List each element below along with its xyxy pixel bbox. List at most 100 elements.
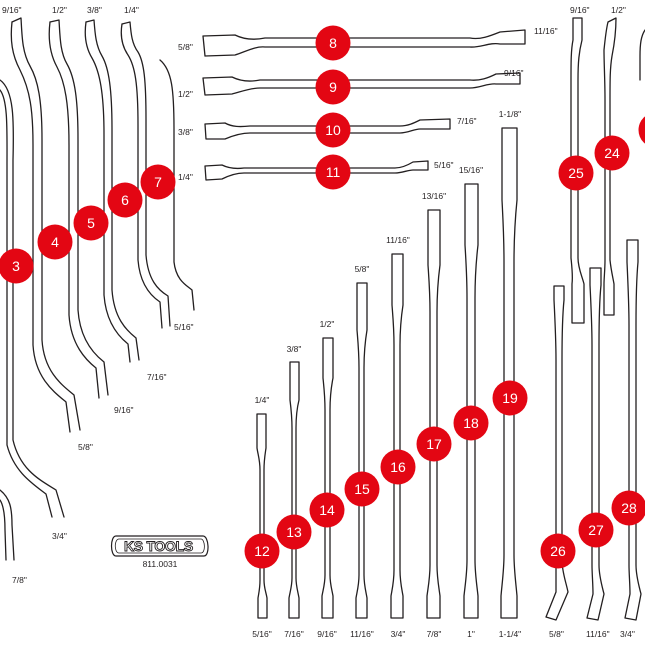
bent-wrench-outline	[586, 267, 605, 621]
number-badge: 18	[453, 405, 489, 441]
horizontal-wrench-outline	[202, 29, 526, 57]
number-badge: 28	[611, 490, 645, 526]
number-badge: 19	[492, 380, 528, 416]
logo-inner-outline	[114, 538, 205, 554]
number-badge: 7	[140, 164, 176, 200]
badge-circle	[244, 533, 280, 569]
vertical-wrench-outline	[500, 127, 518, 619]
number-badge: 24	[594, 135, 630, 171]
vertical-wrench-outline	[390, 253, 404, 619]
badge-number: 6	[121, 192, 129, 208]
badge-circle	[107, 182, 143, 218]
ks-tools-logo: KS TOOLS 811.0031	[110, 535, 209, 569]
badge-number: 5	[87, 215, 95, 231]
size-labels: 7/8" 9/16" 3/4" 1/2" 5/8" 3/8" 9/16" 1/4" 7/16" 5…	[2, 5, 635, 639]
vertical-wrench-outline	[256, 413, 268, 619]
bottom-size-label: 7/8"	[427, 629, 442, 639]
top-size-label: 11/16"	[386, 235, 410, 245]
bottom-size-label: 3/4"	[620, 629, 635, 639]
top-size-label: 9/16"	[2, 5, 22, 15]
top-size-label: 1/2"	[320, 319, 335, 329]
badge-number: 17	[426, 436, 442, 452]
horizontal-wrenches	[202, 29, 526, 181]
badge-circle	[37, 224, 73, 260]
badge-number: 8	[329, 35, 337, 51]
left-size-label: 3/8"	[178, 127, 193, 137]
badge-number: 16	[390, 459, 406, 475]
bent-wrench-outline	[48, 21, 100, 399]
bent-wrench-outline	[603, 17, 617, 316]
bottom-size-label: 11/16"	[586, 629, 610, 639]
bottom-size-label: 7/8"	[12, 575, 27, 585]
number-badge: 12	[244, 533, 280, 569]
right-size-label: 5/16"	[434, 160, 454, 170]
vertical-wrench-outline	[463, 183, 479, 619]
bottom-size-label: 1-1/4"	[499, 629, 521, 639]
bent-wrench-outline	[85, 19, 140, 361]
top-size-label: 5/8"	[355, 264, 370, 274]
badge-circle	[540, 533, 576, 569]
top-size-label: 9/16"	[570, 5, 590, 15]
vertical-wrench-outline	[355, 282, 368, 619]
bent-wrench-outline	[11, 17, 81, 431]
right-size-label: 11/16"	[534, 26, 558, 36]
bottom-size-label: 5/8"	[78, 442, 93, 452]
badge-number: 7	[154, 174, 162, 190]
bent-wrench-outline	[121, 21, 171, 327]
number-badge: 26	[540, 533, 576, 569]
bottom-size-label: 9/16"	[114, 405, 134, 415]
horizontal-wrench-outline	[204, 160, 429, 181]
badge-number: 10	[325, 122, 341, 138]
badge-number: 24	[604, 145, 620, 161]
number-badge: 10	[315, 112, 351, 148]
bottom-size-label: 1"	[467, 629, 475, 639]
top-size-label: 3/8"	[287, 344, 302, 354]
badge-number: 9	[329, 79, 337, 95]
bent-wrench-outline	[120, 23, 163, 329]
bottom-size-label: 5/16"	[174, 322, 194, 332]
bent-wrench-outline	[0, 79, 65, 518]
badge-circle	[558, 155, 594, 191]
number-badge: 4	[37, 224, 73, 260]
top-size-label: 1-1/8"	[499, 109, 521, 119]
vertical-wrench-outline	[321, 337, 334, 619]
badge-number: 18	[463, 415, 479, 431]
bent-wrench-outline	[0, 489, 15, 561]
badge-number: 26	[550, 543, 566, 559]
bottom-size-label: 5/8"	[549, 629, 564, 639]
left-size-label: 1/2"	[178, 89, 193, 99]
top-size-label: 13/16"	[422, 191, 446, 201]
bent-wrench-outline	[49, 19, 109, 396]
badge-number: 14	[319, 502, 335, 518]
top-size-label: 1/2"	[611, 5, 626, 15]
bottom-size-label: 3/4"	[391, 629, 406, 639]
badge-circle	[0, 248, 34, 284]
badge-circle	[578, 512, 614, 548]
bent-wrench-outline	[639, 29, 645, 81]
badge-number: 3	[12, 258, 20, 274]
top-size-label: 3/8"	[87, 5, 102, 15]
part-number: 811.0031	[143, 559, 178, 569]
right-size-label: 9/16"	[504, 68, 524, 78]
horizontal-wrench-outline	[204, 118, 451, 140]
number-badge: 15	[344, 471, 380, 507]
bottom-size-label: 7/16"	[147, 372, 167, 382]
bottom-size-label: 7/16"	[284, 629, 304, 639]
badge-number: 28	[621, 500, 637, 516]
bent-wrench-outline	[10, 21, 71, 433]
badge-number: 4	[51, 234, 59, 250]
right-bent-wrenches	[545, 17, 645, 621]
left-size-label: 5/8"	[178, 42, 193, 52]
bottom-size-label: 5/16"	[252, 629, 272, 639]
cropped-badge-circle	[638, 116, 645, 144]
vertical-wrenches	[256, 127, 518, 619]
top-size-label: 1/4"	[124, 5, 139, 15]
number-badge: 6	[107, 182, 143, 218]
bent-wrench-outline	[570, 17, 585, 324]
badge-circle	[315, 112, 351, 148]
number-badge: 25	[558, 155, 594, 191]
number-badge: 13	[276, 514, 312, 550]
badge-number: 25	[568, 165, 584, 181]
vertical-wrench-outline	[426, 209, 441, 619]
